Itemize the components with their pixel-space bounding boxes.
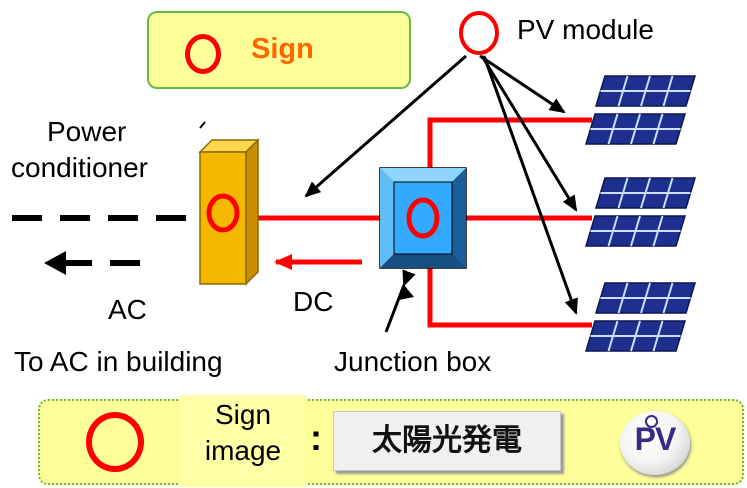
pv-panel: [594, 177, 697, 209]
sign-legend-box: Sign: [147, 11, 411, 89]
pv-panel: [584, 113, 687, 145]
power-conditioner-label-line1: Power: [47, 116, 127, 147]
arrow-to-top-panel: [479, 54, 566, 114]
wire-junction-to-top-panel: [427, 117, 592, 170]
sign-marker-junction: [406, 197, 440, 239]
sign-image-caption-line2: image: [204, 435, 282, 467]
power-conditioner: [198, 138, 260, 286]
pointer-arrows: [304, 54, 578, 333]
sign-marker-pv: [459, 11, 499, 55]
pv-module-label: PV module: [517, 14, 654, 45]
arrow-to-junction-box: [384, 269, 416, 333]
pv-panel: [584, 215, 687, 247]
arrow-to-bottom-panel: [482, 55, 578, 315]
pv-panel: [594, 75, 697, 107]
sign-image-legend-bar: Sign image : 太陽光発電 PV: [38, 395, 744, 487]
ac-output-lines: [12, 215, 196, 266]
sign-image-caption-line1: Sign: [214, 399, 272, 430]
to-ac-in-building-label: To AC in building: [14, 346, 223, 377]
pv-panel: [594, 282, 697, 314]
ac-arrow-head: [44, 251, 66, 275]
junction-box: [379, 167, 467, 269]
dc-label: DC: [293, 286, 334, 317]
pv-panel: [584, 320, 687, 352]
sign-circle-icon: [185, 34, 221, 74]
separator-colon: :: [310, 417, 322, 458]
junction-box-label: Junction box: [334, 346, 492, 377]
sign-image-caption: Sign image: [180, 395, 306, 487]
power-conditioner-label-line2: conditioner: [11, 152, 148, 183]
sign-legend-label: Sign: [251, 33, 314, 65]
sign-marker-conditioner: [206, 193, 240, 233]
dc-wiring: [255, 117, 592, 328]
conditioner-tick: [199, 121, 206, 129]
pv-logo-icon: PV: [620, 411, 690, 475]
arrow-to-middle-panel: [480, 55, 578, 212]
ac-label: AC: [108, 294, 147, 325]
wire-junction-to-bottom-panel: [427, 268, 592, 328]
pv-logo-dot: [645, 415, 658, 428]
arrow-to-conditioner: [304, 54, 467, 198]
pv-module-panels: [584, 75, 697, 352]
pv-logo-text: PV: [634, 421, 677, 457]
sign-circle-icon: [86, 412, 144, 472]
solar-power-sign: 太陽光発電: [333, 411, 561, 471]
